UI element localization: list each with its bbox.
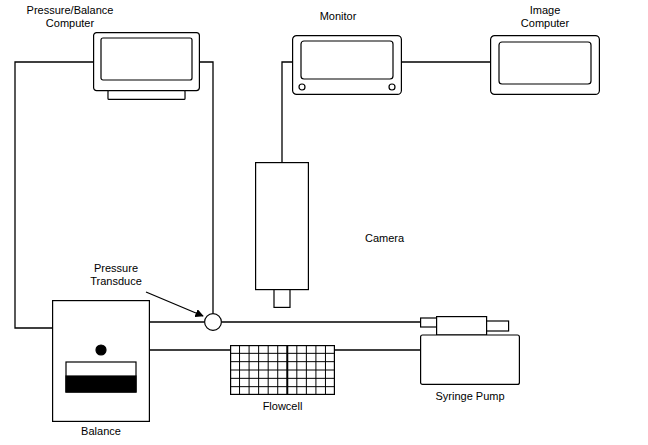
syringe-tip: [421, 318, 437, 327]
computer-node: Image Computer: [490, 35, 600, 95]
component-label: Syringe Pump: [420, 390, 520, 403]
balance-housing: [53, 301, 150, 422]
tube-connector: [222, 321, 420, 322]
monitor-screen: [101, 38, 192, 80]
flowcell-outline: [231, 346, 335, 395]
balance-icon: [52, 300, 150, 422]
tube-connector: [15, 62, 93, 328]
tube-connector: [335, 349, 420, 350]
tube-connector: [402, 61, 490, 62]
computer-icon: [93, 32, 200, 100]
computer-node: Pressure/Balance Computer: [93, 32, 200, 100]
component-label: Flowcell: [230, 400, 335, 413]
collection-dish: [66, 362, 136, 392]
pump-body: [421, 335, 520, 384]
monitor-screen: [301, 41, 393, 79]
computer-base: [108, 91, 185, 100]
component-label: Balance: [52, 425, 150, 438]
tube-connector: [200, 62, 213, 313]
collected-liquid: [66, 376, 136, 392]
monitor-case: [491, 36, 600, 95]
tube-connector: [150, 349, 230, 350]
balance-node: Balance: [52, 300, 150, 422]
grid-line: [231, 378, 335, 379]
grid-line: [231, 353, 335, 354]
monitor-case: [293, 36, 402, 95]
grid-line: [231, 361, 335, 362]
tube-connector: [282, 62, 292, 162]
monitor-case: [94, 33, 200, 91]
syringe-plunger: [487, 321, 509, 331]
transducer-symbol: [204, 313, 222, 331]
component-label: Pressure/Balance Computer: [8, 4, 132, 30]
camera-lens: [274, 290, 290, 308]
monitor-knob: [389, 84, 395, 90]
monitor-icon: [292, 35, 402, 95]
monitor-knob: [299, 84, 305, 90]
flowcell-node: Flowcell: [230, 345, 335, 395]
leader-arrow: [146, 292, 203, 316]
monitor-node: Monitor: [292, 35, 402, 95]
syringe-barrel: [437, 317, 487, 335]
camera-node: Camera: [255, 162, 309, 308]
liquid-drop: [96, 345, 106, 355]
component-label: Monitor: [298, 10, 378, 23]
transducer-node: Pressure Transduce: [204, 313, 222, 331]
flowcell-icon: [230, 345, 335, 395]
camera-body: [256, 163, 309, 290]
grid-line: [231, 370, 335, 371]
component-label: Image Computer: [513, 4, 577, 30]
camera-icon: [255, 162, 309, 308]
monitor-screen: [499, 42, 591, 84]
component-label: Pressure Transduce: [80, 262, 152, 288]
component-label: Camera: [365, 232, 435, 245]
pump-icon: [420, 316, 520, 385]
computer-icon: [490, 35, 600, 95]
pump-node: Syringe Pump: [420, 316, 520, 385]
grid-line: [231, 386, 335, 387]
tube-connector: [150, 321, 204, 322]
transducer-symbol: [205, 314, 222, 331]
